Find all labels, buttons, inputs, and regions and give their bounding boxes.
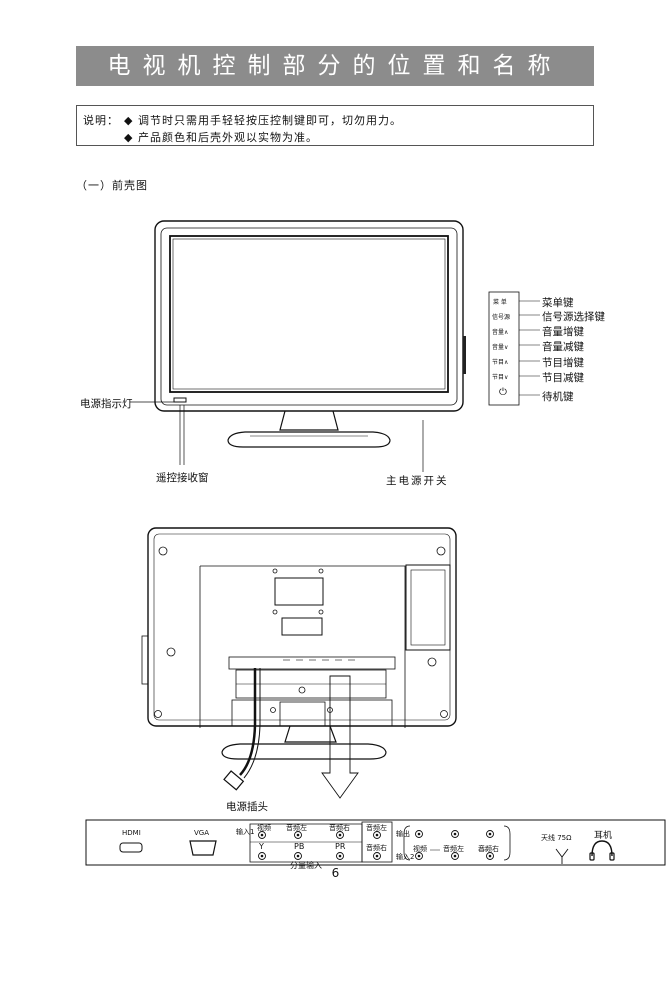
label-ch-down-key: 节目减键 [542,372,584,384]
section-heading: （一）前壳图 [76,179,148,192]
label-audio-left-2: 音频左 [366,824,387,832]
label-standby-key: 待机键 [542,391,574,403]
side-key-source: 信号源 [492,314,511,321]
arrow-down-icon [321,675,359,799]
side-key-menu: 菜 单 [493,299,507,306]
label-audio-right: 音频右 [329,824,350,832]
label-main-power-switch: 主电源开关 [386,475,449,487]
hdmi-port-icon [119,842,143,853]
label-hdmi: HDMI [122,829,141,837]
tv-rear-stand [221,743,387,760]
label-video-2: 视频 [413,845,427,853]
side-key-panel [488,291,520,406]
label-input1: 输入1 [236,828,255,836]
label-remote-window: 遥控接收窗 [156,472,209,484]
label-pb: PB [294,842,305,851]
label-ch-up-key: 节目增键 [542,357,584,369]
label-video: 视频 [257,824,271,832]
side-key-ch-up: 节目∧ [492,359,509,366]
label-vol-up-key: 音量增键 [542,326,584,338]
label-output: 输出 [396,830,410,838]
label-y: Y [259,842,264,851]
label-power-indicator: 电源指示灯 [80,398,133,410]
side-key-ch-down: 节目∨ [492,374,509,381]
label-headphone: 耳机 [594,831,613,841]
page-title: 电视机控制部分的位置和名称 [76,46,594,86]
vga-port-icon [189,840,217,856]
label-audio-right-2: 音频右 [366,844,387,852]
note-box: 说明： ◆ 调节时只需用手轻轻按压控制键即可，切勿用力。 ◆ 产品颜色和后壳外观… [76,105,594,146]
side-key-vol-down: 音量∨ [492,344,509,351]
headphone-icon [591,840,613,857]
note-item-2: ◆ 产品颜色和后壳外观以实物为准。 [124,131,318,144]
port-panel [85,819,666,866]
label-audio-left-3: 音频左 [443,845,464,853]
label-vga: VGA [194,829,210,837]
label-component-input: 分量输入 [290,861,322,870]
note-prefix: 说明： [83,114,119,127]
label-source-key: 信号源选择键 [542,311,605,323]
label-power-plug: 电源插头 [226,801,268,813]
antenna-icon [555,848,569,864]
tv-front-stand [227,431,391,448]
page-number: 6 [331,866,340,880]
label-vol-down-key: 音量减键 [542,341,584,353]
label-menu-key: 菜单键 [542,297,574,309]
tv-front-bezel [154,220,464,412]
power-indicator-led [173,397,187,403]
label-antenna: 天线 75Ω [541,834,572,842]
tv-rear-body [147,527,457,727]
note-item-1: ◆ 调节时只需用手轻轻按压控制键即可，切勿用力。 [124,114,402,127]
side-key-vol-up: 音量∧ [492,329,509,336]
label-input2: 输入2 [396,853,415,861]
power-standby-icon: ⏻ [499,387,507,398]
power-plug [223,770,245,791]
tv-screen [169,235,449,393]
label-pr: PR [335,842,346,851]
label-audio-right-3: 音频右 [478,845,499,853]
label-audio-left: 音频左 [286,824,307,832]
